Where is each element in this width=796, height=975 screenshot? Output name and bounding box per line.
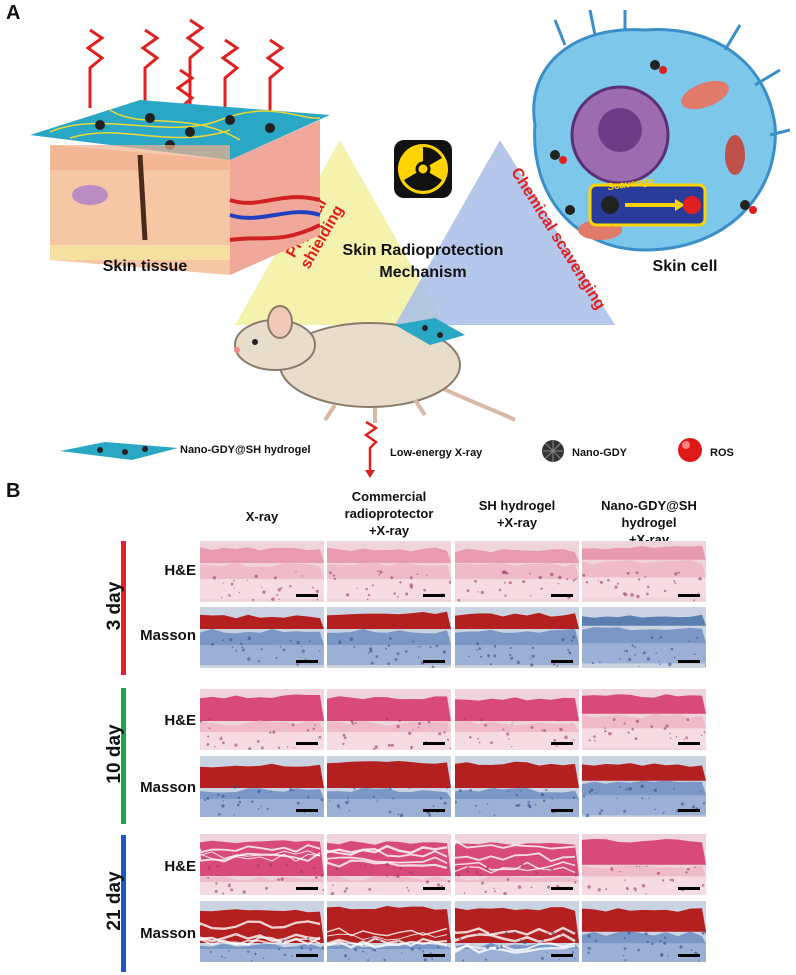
day-21-label: 21 day	[104, 871, 125, 931]
histology-image	[327, 541, 451, 602]
col-header-sh-hydrogel: SH hydrogel +X-ray	[478, 498, 556, 530]
histology-image	[582, 541, 706, 602]
histology-image	[327, 834, 451, 895]
radiation-icon	[394, 140, 452, 198]
col-header-commercial: Commercial radioprotector +X-ray	[344, 489, 434, 538]
legend-hydrogel: Nano-GDY@SH hydrogel	[180, 444, 311, 456]
scale-bar	[296, 594, 318, 597]
physical-shielding-triangle	[235, 140, 445, 325]
stain-label-masson-10: Masson	[140, 779, 196, 796]
histology-image	[455, 834, 579, 895]
day-3-bar	[121, 541, 126, 675]
stain-label-masson-21: Masson	[140, 925, 196, 942]
histology-image	[582, 689, 706, 750]
histology-image	[327, 756, 451, 817]
scale-bar	[551, 594, 573, 597]
chemical-scavenging-triangle	[395, 140, 615, 325]
skin-tissue-illustration	[30, 18, 330, 275]
panel-b-letter: B	[6, 480, 21, 502]
histology-image	[200, 756, 324, 817]
panel-a-letter: A	[6, 2, 21, 24]
hydrogel-legend-icon	[60, 442, 178, 460]
stain-label-he-3: H&E	[164, 562, 196, 579]
scale-bar	[678, 660, 700, 663]
scale-bar	[423, 809, 445, 812]
scale-bar	[296, 954, 318, 957]
scale-bar	[423, 660, 445, 663]
col-header-xray: X-ray	[245, 509, 279, 524]
scale-bar	[678, 809, 700, 812]
skin-tissue-label: Skin tissue	[102, 258, 188, 275]
ros-legend-icon	[678, 438, 702, 462]
scale-bar	[296, 887, 318, 890]
histology-image	[455, 901, 579, 962]
skin-cell-label: Skin cell	[652, 258, 718, 275]
legend-ros: ROS	[710, 447, 734, 459]
stain-label-he-10: H&E	[164, 712, 196, 729]
mechanism-title-line1: Skin Radioprotection	[342, 242, 504, 259]
histology-image	[455, 756, 579, 817]
scale-bar	[551, 809, 573, 812]
scale-bar	[423, 742, 445, 745]
histology-image	[327, 607, 451, 668]
skin-cell-illustration	[532, 9, 790, 252]
stain-label-masson-3: Masson	[140, 627, 196, 644]
histology-image	[582, 901, 706, 962]
scale-bar	[678, 742, 700, 745]
histology-image	[582, 607, 706, 668]
scale-bar	[551, 742, 573, 745]
scale-bar	[551, 954, 573, 957]
day-10-label: 10 day	[104, 724, 125, 784]
scale-bar	[296, 660, 318, 663]
xray-legend-icon	[363, 420, 379, 478]
histology-image	[327, 689, 451, 750]
nano-gdy-legend-icon	[542, 440, 564, 462]
scale-bar	[551, 887, 573, 890]
day-21-bar	[121, 835, 126, 972]
histology-image	[582, 834, 706, 895]
mouse-illustration	[234, 305, 516, 423]
legend-xray: Low-energy X-ray	[390, 447, 483, 459]
histology-image	[455, 607, 579, 668]
mechanism-title-line2: Mechanism	[379, 264, 467, 281]
scale-bar	[296, 809, 318, 812]
day-3-label: 3 day	[104, 581, 125, 631]
scale-bar	[678, 594, 700, 597]
histology-image	[582, 756, 706, 817]
legend-nano-gdy: Nano-GDY	[572, 447, 627, 459]
stain-label-he-21: H&E	[164, 858, 196, 875]
day-10-bar	[121, 688, 126, 824]
histology-image	[200, 541, 324, 602]
scale-bar	[678, 887, 700, 890]
scale-bar	[678, 954, 700, 957]
mechanism-title: Skin Radioprotection Mechanism	[328, 240, 518, 284]
histology-image	[200, 901, 324, 962]
histology-image	[455, 541, 579, 602]
scale-bar	[423, 594, 445, 597]
histology-image	[200, 834, 324, 895]
scale-bar	[423, 887, 445, 890]
histology-image	[327, 901, 451, 962]
histology-image	[455, 689, 579, 750]
histology-image	[200, 689, 324, 750]
scale-bar	[423, 954, 445, 957]
scale-bar	[551, 660, 573, 663]
histology-image	[200, 607, 324, 668]
scale-bar	[296, 742, 318, 745]
